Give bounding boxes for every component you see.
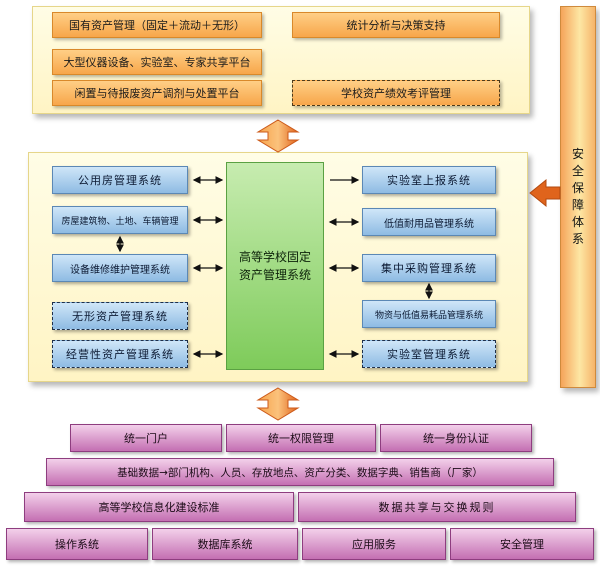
pyramid-label: 安全管理 [500, 538, 544, 551]
left-system-intangible-assets: 无形资产管理系统 [52, 302, 188, 330]
pyramid-basic-data: 基础数据→部门机构、人员、存放地点、资产分类、数据字典、销售商（厂家） [46, 458, 554, 486]
top-item-performance: 学校资产绩效考评管理 [292, 80, 500, 106]
system-label: 集中采购管理系统 [381, 262, 477, 275]
top-item-statistics: 统计分析与决策支持 [292, 12, 500, 38]
security-system-bar: 安 全 保 障 体 系 [560, 6, 596, 388]
pyramid-unified-identity: 统一身份认证 [380, 424, 532, 452]
system-label: 无形资产管理系统 [72, 310, 168, 323]
security-arrow-icon [529, 178, 561, 208]
security-char: 保 [571, 181, 584, 195]
security-char: 系 [571, 232, 584, 246]
security-label: 安 全 保 障 体 系 [572, 146, 584, 248]
system-label: 公用房管理系统 [78, 174, 162, 187]
system-label: 实验室管理系统 [387, 348, 471, 361]
center-line-1: 高等学校固定 [238, 250, 311, 264]
right-system-materials-consumables: 物资与低值易耗品管理系统 [362, 300, 496, 328]
security-char: 全 [571, 164, 584, 178]
system-label: 物资与低值易耗品管理系统 [374, 310, 483, 321]
pyramid-unified-permissions: 统一权限管理 [226, 424, 376, 452]
left-system-buildings-land-vehicles: 房屋建筑物、土地、车辆管理 [52, 206, 188, 234]
pyramid-label: 统一身份认证 [423, 432, 489, 445]
pyramid-label: 基础数据→部门机构、人员、存放地点、资产分类、数据字典、销售商（厂家） [117, 466, 483, 479]
right-system-lab-reporting: 实验室上报系统 [362, 166, 496, 194]
pyramid-it-standards: 高等学校信息化建设标准 [24, 492, 294, 522]
top-item-label: 学校资产绩效考评管理 [341, 87, 451, 100]
pyramid-unified-portal: 统一门户 [70, 424, 222, 452]
top-item-label: 统计分析与决策支持 [346, 19, 446, 32]
system-label: 经营性资产管理系统 [66, 348, 174, 361]
top-item-label: 大型仪器设备、实验室、专家共享平台 [63, 56, 251, 69]
top-item-state-assets: 国有资产管理（固定＋流动＋无形） [52, 12, 262, 38]
pyramid-data-exchange-rules: 数据共享与交换规则 [298, 492, 576, 522]
system-label: 房屋建筑物、土地、车辆管理 [61, 216, 179, 227]
center-core-system: 高等学校固定 资产管理系统 [226, 162, 324, 370]
pyramid-application-services: 应用服务 [302, 528, 446, 560]
system-label: 低值耐用品管理系统 [384, 218, 474, 230]
pyramid-label: 统一门户 [124, 432, 168, 445]
left-system-public-housing: 公用房管理系统 [52, 166, 188, 194]
security-char: 体 [571, 215, 584, 229]
system-label: 设备维修维护管理系统 [70, 264, 170, 276]
left-system-operating-assets: 经营性资产管理系统 [52, 340, 188, 368]
double-arrow-bottom-icon [256, 387, 300, 421]
pyramid-label: 高等学校信息化建设标准 [98, 501, 220, 514]
pyramid-operating-system: 操作系统 [6, 528, 148, 560]
pyramid-database-system: 数据库系统 [152, 528, 298, 560]
pyramid-security-management: 安全管理 [450, 528, 594, 560]
pyramid-label: 操作系统 [55, 538, 99, 551]
system-label: 实验室上报系统 [387, 174, 471, 187]
right-system-central-procurement: 集中采购管理系统 [362, 254, 496, 282]
top-item-label: 国有资产管理（固定＋流动＋无形） [69, 19, 245, 32]
center-line-2: 资产管理系统 [238, 268, 311, 282]
pyramid-label: 数据共享与交换规则 [378, 501, 496, 514]
pyramid-label: 数据库系统 [197, 538, 253, 551]
double-arrow-top-icon [256, 119, 300, 153]
top-item-sharing-platform: 大型仪器设备、实验室、专家共享平台 [52, 49, 262, 75]
security-char: 障 [571, 198, 584, 212]
pyramid-label: 应用服务 [352, 538, 396, 551]
security-char: 安 [571, 147, 584, 161]
top-item-label: 闲置与待报废资产调剂与处置平台 [74, 87, 240, 100]
top-item-disposal-platform: 闲置与待报废资产调剂与处置平台 [52, 80, 262, 106]
right-system-lab-management: 实验室管理系统 [362, 340, 496, 368]
left-system-equipment-maintenance: 设备维修维护管理系统 [52, 254, 188, 282]
pyramid-label: 统一权限管理 [268, 432, 334, 445]
right-system-low-value-durables: 低值耐用品管理系统 [362, 208, 496, 236]
